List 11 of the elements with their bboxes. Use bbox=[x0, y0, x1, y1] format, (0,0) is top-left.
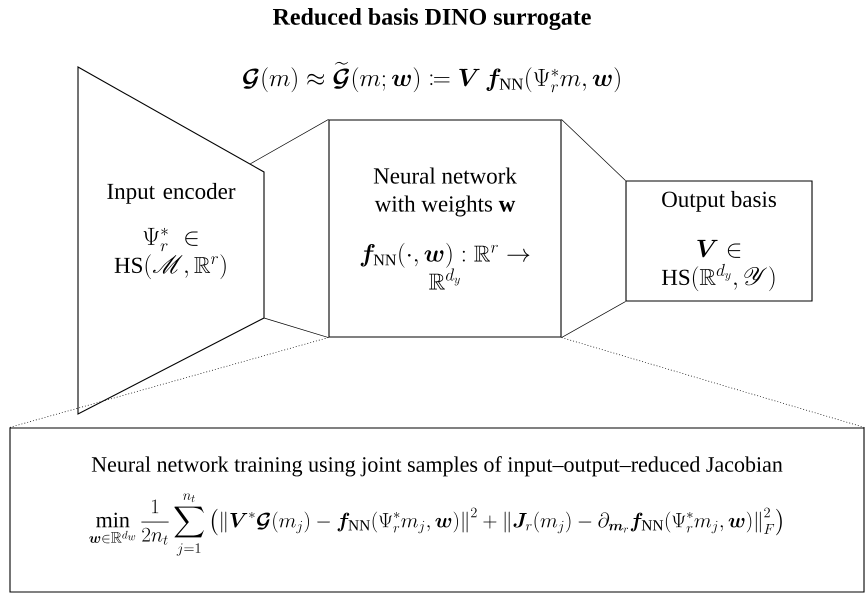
connector-line bbox=[561, 119, 626, 181]
zoom-line bbox=[561, 337, 865, 428]
training-box: Neural network training using joint samples of input–output–reduced Jacobian $\min_{\bm{w}\in\mathbb{R}^{d_w}} \frac{1}{2n_t}\sum_{j=1}^{n_t}\left(\left\|\bm{V}^*\bm{\mathcal{G}}(m_j)-\bm{f}_{\mathrm{NN}}(\Psi_r^*m_j,\bm{w})\right\|^2+\left\|\bm{J}_r(m_j)-\partial_{\bm{m}_r}\bm{f}_{\mathrm{NN}}(\Psi_r^*m_j,\bm{w})\right\|_F^2\right)$ bbox=[9, 427, 865, 593]
formula: $\bm{\mathcal{G}}(m)\approx\widetilde{\bm{\mathcal{G}}}(m;\bm{w})\coloneqq\bm{V}\,\bm{f}_{\mathrm{NN}}(\Psi_r^*m,\bm{w})$ bbox=[243, 62, 620, 92]
block-box: Output basis $\bm{V} \in \mathrm{HS}(\mathbb{R}^{d_y}, \mathscr{Y})$ bbox=[625, 180, 813, 302]
connector-line bbox=[264, 318, 329, 338]
title: Reduced basis DINO surrogate bbox=[272, 8, 591, 30]
connector-line bbox=[250, 119, 329, 164]
block-box: Neural network with weights w $\bm{f}_{\mathrm{NN}}(\cdot, \bm{w}) : \mathbb{R}^r \to \mathbb{R}^{d_y}$ bbox=[328, 119, 562, 338]
zoom-line bbox=[9, 337, 329, 428]
connector-line bbox=[561, 301, 626, 338]
